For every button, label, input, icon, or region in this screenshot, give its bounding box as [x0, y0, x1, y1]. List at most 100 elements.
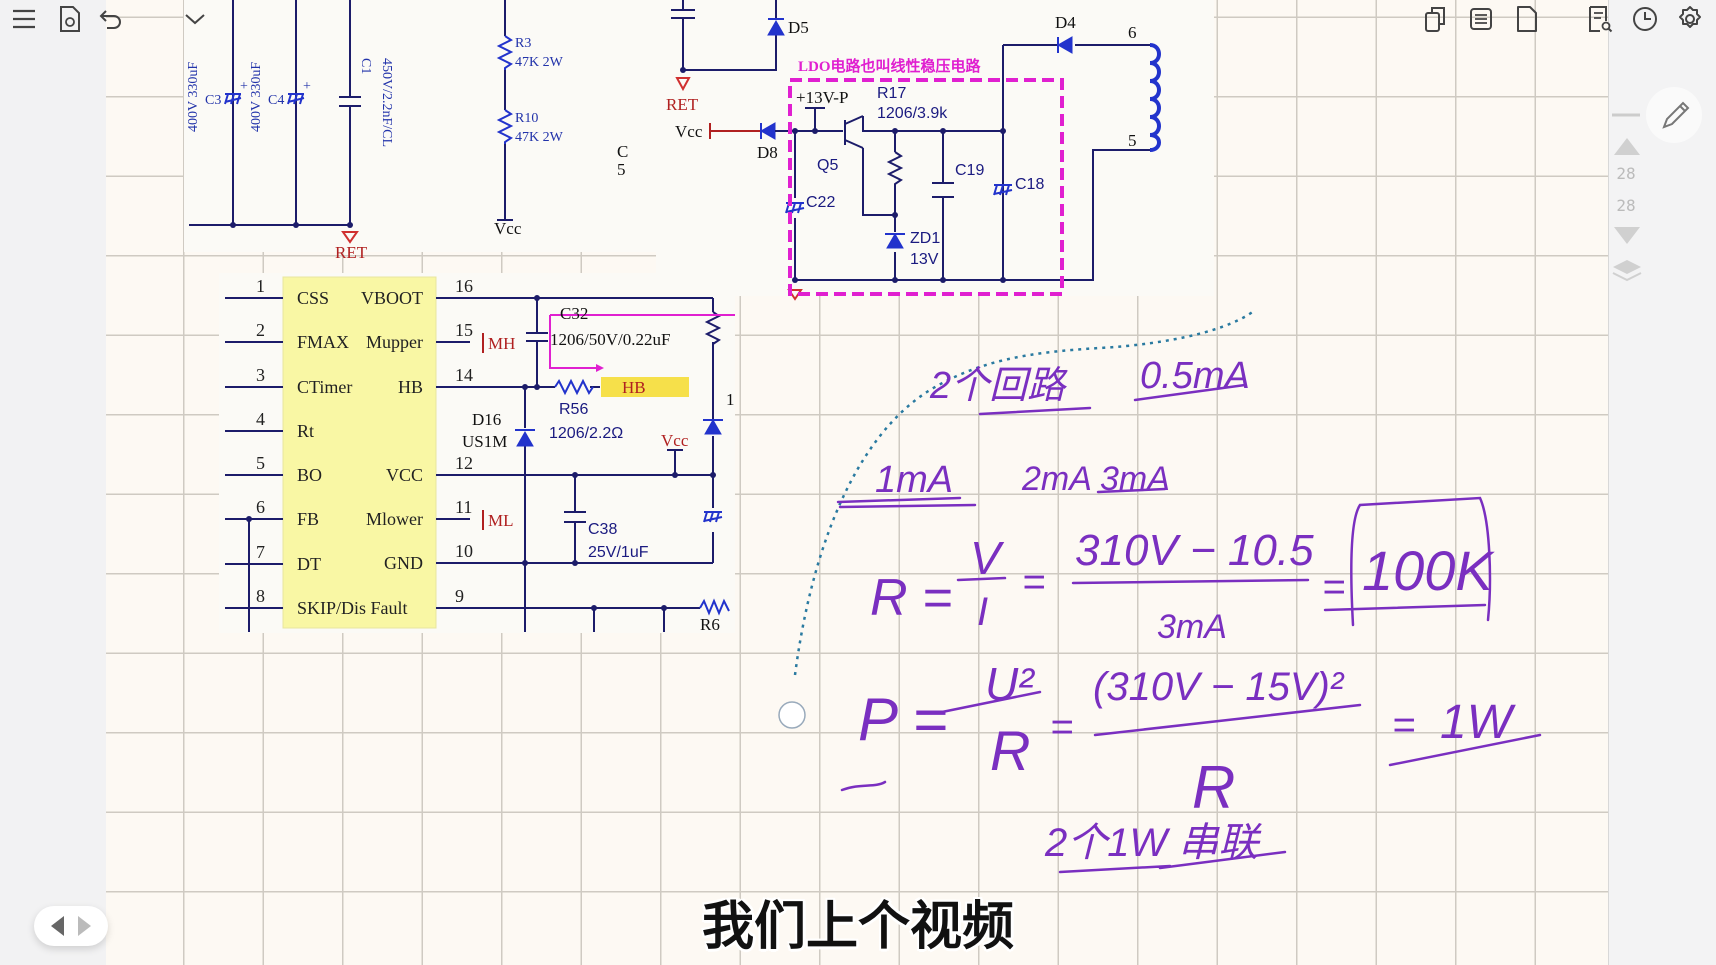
- c4-value: 400V 330uF: [249, 62, 264, 132]
- svg-text:+: +: [240, 79, 248, 94]
- vcc-label: Vcc: [494, 219, 522, 238]
- r10-value: 47K 2W: [515, 130, 564, 145]
- r56-value: 1206/2.2Ω: [549, 425, 623, 442]
- ic-pin-number: 3: [256, 365, 265, 385]
- cut-label: 5: [617, 160, 626, 179]
- settings-icon[interactable]: [1675, 4, 1705, 34]
- hb-net-flag: [601, 377, 689, 397]
- schematic-snippet-ldo[interactable]: [656, 0, 1214, 296]
- r17-label: R17: [877, 85, 906, 102]
- note-current-1ma: 1mA: [875, 459, 953, 501]
- c22-label: C22: [806, 194, 835, 211]
- ic-pin-name: DT: [297, 554, 321, 574]
- ic-pin-number: 8: [256, 586, 265, 606]
- note-loops: 2个回路: [929, 365, 1068, 407]
- ldo-title: LDO电路也叫线性稳压电路: [798, 57, 982, 75]
- d16-label: D16: [472, 410, 501, 429]
- c18-capacitor-icon: [993, 184, 1013, 196]
- c1-value: 450V/2.2nF/CL: [379, 58, 394, 147]
- ret-label: RET: [666, 95, 699, 114]
- layers-icon[interactable]: [1613, 260, 1641, 274]
- bootstrap-diode-icon: [704, 418, 722, 435]
- formula-p-den: R: [990, 719, 1030, 782]
- ic-pin-number: 4: [256, 409, 265, 429]
- formula-p-lhs: P =: [858, 686, 948, 753]
- document-search-icon[interactable]: [1585, 4, 1615, 34]
- copy-pages-icon[interactable]: [1421, 4, 1451, 34]
- ret-ground-icon: [341, 231, 359, 244]
- equals-sign: =: [1050, 705, 1073, 749]
- c22-capacitor-icon: [785, 202, 805, 214]
- previous-page-icon[interactable]: [51, 916, 64, 936]
- next-page-icon[interactable]: [78, 916, 91, 936]
- handwritten-notes[interactable]: 2个回路 0.5mA 1mA 2mA 3mA R = V I = 310V − …: [778, 309, 1542, 874]
- ic-body: [282, 276, 437, 629]
- chevron-down-icon[interactable]: [180, 4, 210, 34]
- c19-label: C19: [955, 162, 984, 179]
- page-icon[interactable]: [1512, 4, 1542, 34]
- selection-handle[interactable]: [778, 701, 806, 729]
- r56-label: R56: [559, 401, 588, 418]
- c38-value: 25V/1uF: [588, 544, 649, 561]
- page-down-icon[interactable]: [1614, 227, 1640, 244]
- ic-pin-name: Rt: [297, 421, 314, 441]
- formula-p-denominator: R: [1192, 754, 1235, 821]
- pencil-button[interactable]: [1646, 87, 1702, 143]
- c4-capacitor-icon: +: [287, 79, 311, 105]
- page-navigator[interactable]: [34, 906, 108, 946]
- ret-ground-icon: [675, 77, 691, 92]
- vcc-capacitor-icon: [703, 511, 723, 523]
- undo-icon[interactable]: [96, 4, 126, 34]
- q5-label: Q5: [817, 157, 838, 174]
- c18-label: C18: [1015, 176, 1044, 193]
- formula-p-result: 1W: [1440, 696, 1517, 749]
- document-icon[interactable]: [55, 4, 85, 34]
- c4-label: C4: [268, 93, 284, 108]
- d16-value: US1M: [462, 432, 507, 451]
- ic-pin-name: Mupper: [366, 332, 423, 352]
- zd1-zener-icon: [886, 232, 904, 249]
- pin5-label: 5: [1128, 131, 1137, 150]
- c3-capacitor-icon: +: [224, 79, 248, 105]
- note-current-2ma: 2mA: [1021, 460, 1092, 498]
- equals-sign: =: [1022, 560, 1045, 604]
- svg-text:+: +: [303, 79, 311, 94]
- ic-pin-name: FB: [297, 509, 319, 529]
- clock-icon[interactable]: [1630, 4, 1660, 34]
- ic-pin-name: HB: [398, 377, 423, 397]
- transformer-winding-icon: [1149, 43, 1161, 152]
- schematic-snippet-input[interactable]: [184, 0, 656, 252]
- c3-value: 400V 330uF: [186, 62, 201, 132]
- input-capacitor-circuit: + + C3 C4 400V 330uF 400V 330uF C1 450V/…: [186, 0, 628, 262]
- equals-sign: =: [1322, 565, 1345, 609]
- formula-r-num: V: [970, 532, 1005, 584]
- page-up-icon[interactable]: [1614, 138, 1640, 155]
- c3-label: C3: [205, 93, 221, 108]
- formula-r-den: I: [977, 590, 988, 634]
- r3-resistor-icon: [496, 35, 514, 70]
- video-subtitle: 我们上个视频: [701, 897, 1014, 957]
- rail-label: +13V-P: [796, 88, 848, 107]
- ic-pin-name: CSS: [297, 288, 329, 308]
- ic-pin-name: BO: [297, 465, 322, 485]
- d8-label: D8: [757, 143, 778, 162]
- ret-label: RET: [335, 243, 368, 262]
- ic-pin-name: VBOOT: [361, 288, 423, 308]
- r10-resistor-icon: [496, 109, 514, 144]
- menu-icon[interactable]: [9, 4, 39, 34]
- ldo-circuit: D5 RET Vcc D8 +13V-P Q5 C22 R17 1206/3.9…: [666, 0, 1161, 301]
- ic-pin-number: 5: [256, 453, 265, 473]
- formula-p-numerator: (310V − 15V)²: [1093, 665, 1345, 709]
- formula-r-denominator: 3mA: [1157, 608, 1227, 646]
- zd1-value: 13V: [910, 251, 939, 268]
- ic-pin-number: 11: [455, 497, 472, 517]
- ic-pin-number: 2: [256, 320, 265, 340]
- mh-net-label: MH: [488, 334, 515, 353]
- ic-pin-number: 1: [256, 276, 265, 296]
- formula-r-numerator: 310V − 10.5: [1075, 526, 1314, 575]
- list-icon[interactable]: [1466, 4, 1496, 34]
- ml-net-label: ML: [488, 511, 514, 530]
- note-current-0.5ma: 0.5mA: [1140, 355, 1250, 397]
